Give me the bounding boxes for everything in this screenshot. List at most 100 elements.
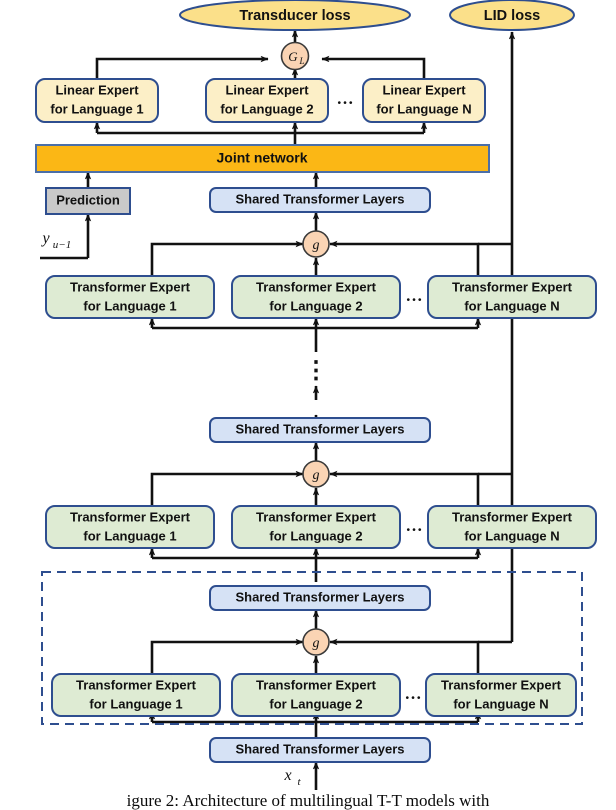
linear-expert-1-line1: Linear Expert <box>55 82 139 97</box>
lid-loss-label: LID loss <box>484 8 540 24</box>
transformer-expert-top-n-line2: for Language N <box>464 298 559 313</box>
output-gate-node[interactable]: G L <box>280 41 310 71</box>
arrow-leN-to-gl <box>321 55 426 79</box>
transformer-expert-middle-1-shape <box>45 505 215 549</box>
transformer-expert-bottom-1-shape <box>51 673 221 717</box>
prediction-shape <box>45 187 131 215</box>
label-input-symbol: y <box>40 230 50 247</box>
prediction-node[interactable]: Prediction <box>45 187 131 215</box>
transformer-expert-middle-n-line2: for Language N <box>464 528 559 543</box>
lid-loss-shape <box>449 0 575 31</box>
shared-transformer-encoder-middle-shape <box>209 417 431 443</box>
transformer-expert-bottom-1-line2: for Language 1 <box>89 696 182 711</box>
label-input-subscript: u−1 <box>53 239 71 251</box>
transducer-loss-node[interactable]: Transducer loss <box>179 0 411 31</box>
mixture-gate-row-top[interactable]: g <box>302 230 330 258</box>
mixture-gate-row-middle-shape <box>302 460 330 488</box>
arrow-expertN-to-gate2 <box>329 470 480 506</box>
mixture-gate-row-middle-label: g <box>313 468 320 483</box>
transformer-expert-middle-n-shape <box>427 505 597 549</box>
stack-repeat-vertical-ellipsis: ⋮ <box>304 358 328 384</box>
acoustic-input-subscript: t <box>297 776 301 788</box>
output-gate-label: G <box>288 49 298 64</box>
transformer-expert-top-n[interactable]: Transformer Expert for Language N <box>427 275 597 319</box>
transformer-expert-top-n-shape <box>427 275 597 319</box>
transformer-expert-bottom-ellipsis: … <box>405 684 422 703</box>
mixture-gate-row-top-label: g <box>313 238 320 253</box>
joint-network-node[interactable]: Joint network <box>35 144 490 173</box>
mixture-gate-row-top-shape <box>302 230 330 258</box>
shared-transformer-encoder-input-label: Shared Transformer Layers <box>235 741 404 756</box>
linear-expert-2-shape <box>205 78 329 123</box>
transducer-loss-label: Transducer loss <box>239 8 350 24</box>
lid-loss-node[interactable]: LID loss <box>449 0 575 31</box>
arrow-expert1-to-gate1 <box>150 240 304 276</box>
arrow-expertN-to-gate1 <box>329 240 480 276</box>
shared-transformer-encoder-lower[interactable]: Shared Transformer Layers <box>209 585 431 611</box>
joint-network-shape <box>35 144 490 173</box>
shared-transformer-encoder-top[interactable]: Shared Transformer Layers <box>209 187 431 213</box>
transformer-expert-bottom-n-line2: for Language N <box>453 696 548 711</box>
transformer-expert-middle-ellipsis: … <box>406 516 423 535</box>
transformer-expert-bottom-2[interactable]: Transformer Expert for Language 2 <box>231 673 401 717</box>
transformer-expert-middle-2-line1: Transformer Expert <box>256 509 377 524</box>
transformer-expert-top-2-shape <box>231 275 401 319</box>
transformer-expert-top-ellipsis: … <box>406 286 423 305</box>
linear-expert-1[interactable]: Linear Expert for Language 1 <box>35 78 159 123</box>
figure-caption: igure 2: Architecture of multilingual T-… <box>127 791 490 810</box>
shared-transformer-encoder-top-shape <box>209 187 431 213</box>
shared-transformer-encoder-middle[interactable]: Shared Transformer Layers <box>209 417 431 443</box>
repeated-block-dashed-boundary <box>41 571 583 725</box>
linear-expert-2-line2: for Language 2 <box>220 101 313 116</box>
linear-expert-n-line1: Linear Expert <box>382 82 466 97</box>
transformer-expert-middle-1[interactable]: Transformer Expert for Language 1 <box>45 505 215 549</box>
joint-network-label: Joint network <box>216 150 307 166</box>
transformer-expert-bottom-n-line1: Transformer Expert <box>441 677 562 692</box>
linear-expert-1-line2: for Language 1 <box>50 101 143 116</box>
transformer-expert-top-2-line1: Transformer Expert <box>256 279 377 294</box>
shared-transformer-encoder-top-label: Shared Transformer Layers <box>235 191 404 206</box>
transformer-expert-top-1-shape <box>45 275 215 319</box>
linear-expert-row-ellipsis: … <box>337 89 354 108</box>
mixture-gate-row-bottom-shape <box>302 628 330 656</box>
transformer-expert-middle-2[interactable]: Transformer Expert for Language 2 <box>231 505 401 549</box>
mixture-gate-row-bottom-label: g <box>313 636 320 651</box>
transformer-expert-middle-1-line2: for Language 1 <box>83 528 176 543</box>
transformer-expert-bottom-2-line2: for Language 2 <box>269 696 362 711</box>
linear-expert-n[interactable]: Linear Expert for Language N <box>362 78 486 123</box>
arrow-expert1-to-gate2 <box>150 470 304 506</box>
transformer-expert-middle-n[interactable]: Transformer Expert for Language N <box>427 505 597 549</box>
transformer-expert-top-1-line2: for Language 1 <box>83 298 176 313</box>
transformer-expert-middle-1-line1: Transformer Expert <box>70 509 191 524</box>
transformer-expert-middle-n-line1: Transformer Expert <box>452 509 573 524</box>
arrow-le1-to-gl <box>95 55 269 79</box>
shared-transformer-encoder-input[interactable]: Shared Transformer Layers <box>209 737 431 763</box>
transformer-expert-top-n-line1: Transformer Expert <box>452 279 573 294</box>
output-gate-subscript: L <box>298 56 304 66</box>
transformer-expert-bottom-1-line1: Transformer Expert <box>76 677 197 692</box>
acoustic-input-node: x t <box>283 767 301 788</box>
linear-expert-1-shape <box>35 78 159 123</box>
transformer-expert-top-2[interactable]: Transformer Expert for Language 2 <box>231 275 401 319</box>
prediction-label: Prediction <box>56 192 120 207</box>
shared-transformer-encoder-middle-label: Shared Transformer Layers <box>235 421 404 436</box>
transformer-expert-bottom-2-shape <box>231 673 401 717</box>
linear-expert-2[interactable]: Linear Expert for Language 2 <box>205 78 329 123</box>
mixture-gate-row-middle[interactable]: g <box>302 460 330 488</box>
transformer-expert-top-1-line1: Transformer Expert <box>70 279 191 294</box>
linear-expert-n-shape <box>362 78 486 123</box>
transformer-expert-bottom-1[interactable]: Transformer Expert for Language 1 <box>51 673 221 717</box>
shared-transformer-encoder-lower-label: Shared Transformer Layers <box>235 589 404 604</box>
acoustic-input-symbol: x <box>283 767 291 784</box>
transformer-expert-top-2-line2: for Language 2 <box>269 298 362 313</box>
transformer-expert-top-1[interactable]: Transformer Expert for Language 1 <box>45 275 215 319</box>
linear-expert-n-line2: for Language N <box>376 101 471 116</box>
mixture-gate-row-bottom[interactable]: g <box>302 628 330 656</box>
arrow-expert1-to-gate3 <box>150 638 304 674</box>
transformer-expert-bottom-n-shape <box>425 673 577 717</box>
transformer-expert-bottom-n[interactable]: Transformer Expert for Language N <box>425 673 577 717</box>
shared-transformer-encoder-input-shape <box>209 737 431 763</box>
transducer-loss-shape <box>179 0 411 31</box>
transformer-expert-middle-2-shape <box>231 505 401 549</box>
